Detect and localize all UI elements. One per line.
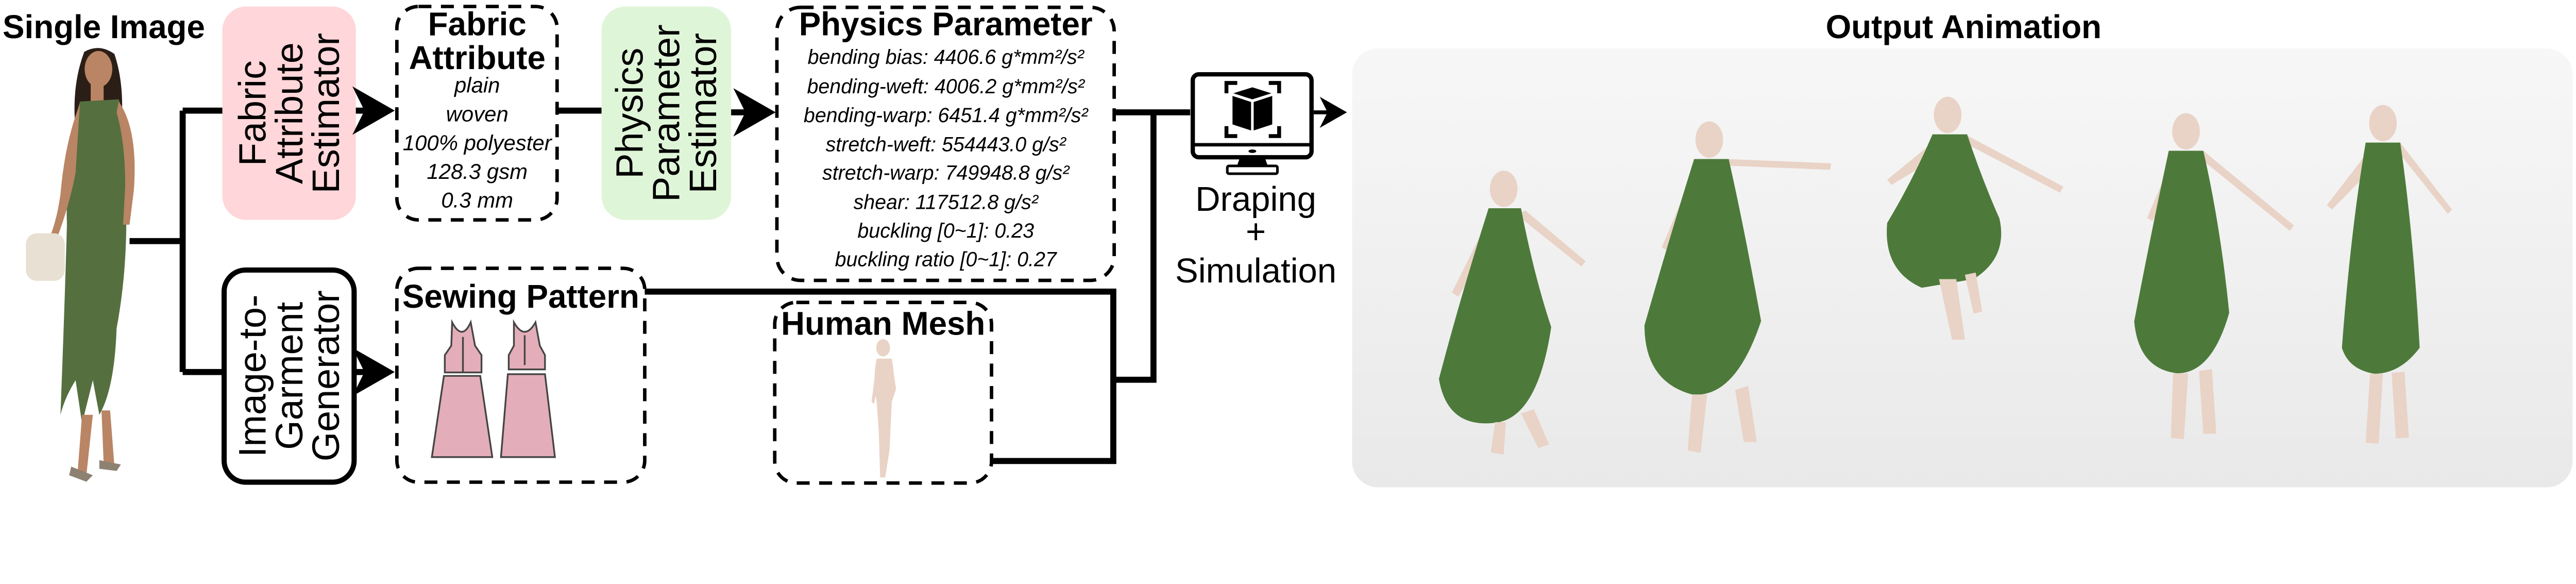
human-mesh-box: Human Mesh bbox=[773, 301, 993, 485]
fabric-estimator-line-2: Attribute bbox=[268, 42, 311, 184]
pipeline-diagram: Single Image Fabric Attribute Estimator … bbox=[3, 5, 2573, 488]
fabric-material: 100% polyester bbox=[403, 131, 553, 155]
fabric-attribute-box: Fabric Attribute plain woven 100% polyes… bbox=[395, 5, 559, 222]
fabric-type: woven bbox=[446, 102, 509, 126]
output-frame-3 bbox=[1887, 96, 2064, 340]
param-buckling: buckling [0~1]: 0.23 bbox=[857, 220, 1034, 242]
fabric-weave: plain bbox=[453, 73, 500, 97]
input-photo bbox=[26, 48, 135, 482]
fabric-weight: 128.3 gsm bbox=[427, 159, 528, 183]
fabric-attribute-estimator[interactable]: Fabric Attribute Estimator bbox=[222, 6, 356, 220]
human-mesh-title: Human Mesh bbox=[781, 306, 985, 342]
physics-parameter-estimator[interactable]: Physics Parameter Estimator bbox=[601, 6, 732, 220]
physics-estimator-line-3: Estimator bbox=[682, 33, 724, 193]
physics-parameter-box: Physics Parameter bending bias: 4406.6 g… bbox=[775, 5, 1116, 282]
output-frame-2 bbox=[1644, 121, 1832, 453]
output-frame-5 bbox=[2327, 105, 2452, 444]
param-bending-warp: bending-warp: 6451.4 g*mm²/s² bbox=[804, 104, 1089, 127]
single-image-title: Single Image bbox=[3, 9, 205, 45]
physics-estimator-line-1: Physics bbox=[608, 48, 651, 179]
param-shear: shear: 117512.8 g/s² bbox=[854, 191, 1039, 214]
image-to-garment-generator[interactable]: Image-to- Garment Generator bbox=[222, 267, 357, 485]
simulation-label: Simulation bbox=[1175, 252, 1336, 290]
param-stretch-warp: stretch-warp: 749948.8 g/s² bbox=[822, 162, 1070, 185]
human-mesh-figure bbox=[871, 339, 896, 478]
generator-line-2: Garment bbox=[268, 302, 311, 450]
param-buckling-ratio: buckling ratio [0~1]: 0.27 bbox=[835, 248, 1058, 271]
param-bending-weft: bending-weft: 4006.2 g*mm²/s² bbox=[807, 75, 1086, 98]
output-animation-title: Output Animation bbox=[1826, 9, 2102, 45]
generator-line-1: Image-to- bbox=[231, 294, 274, 457]
physics-parameter-title: Physics Parameter bbox=[799, 6, 1093, 43]
connector-to-simulation bbox=[1113, 109, 1191, 383]
monitor-cube-icon bbox=[1190, 72, 1314, 175]
fabric-attribute-title-2: Attribute bbox=[409, 40, 546, 76]
fabric-estimator-line-3: Estimator bbox=[304, 33, 347, 193]
plus-label: + bbox=[1246, 212, 1266, 251]
sewing-pattern-pieces bbox=[431, 319, 556, 458]
connector-sewing-to-sim bbox=[645, 288, 1116, 464]
input-connector bbox=[129, 107, 223, 375]
fabric-estimator-line-1: Fabric bbox=[231, 60, 274, 166]
output-frame-1 bbox=[1438, 171, 1586, 455]
param-stretch-weft: stretch-weft: 554443.0 g/s² bbox=[826, 133, 1067, 156]
output-frame-4 bbox=[2134, 113, 2294, 439]
sewing-pattern-box: Sewing Pattern bbox=[395, 266, 647, 484]
physics-estimator-line-2: Parameter bbox=[645, 24, 688, 202]
generator-line-3: Generator bbox=[304, 290, 347, 461]
param-bending-bias: bending bias: 4406.6 g*mm²/s² bbox=[808, 46, 1085, 69]
fabric-thickness: 0.3 mm bbox=[441, 188, 513, 212]
fabric-attribute-title-1: Fabric bbox=[428, 6, 527, 43]
sewing-pattern-title: Sewing Pattern bbox=[402, 278, 639, 315]
draping-label: Draping bbox=[1195, 180, 1316, 219]
